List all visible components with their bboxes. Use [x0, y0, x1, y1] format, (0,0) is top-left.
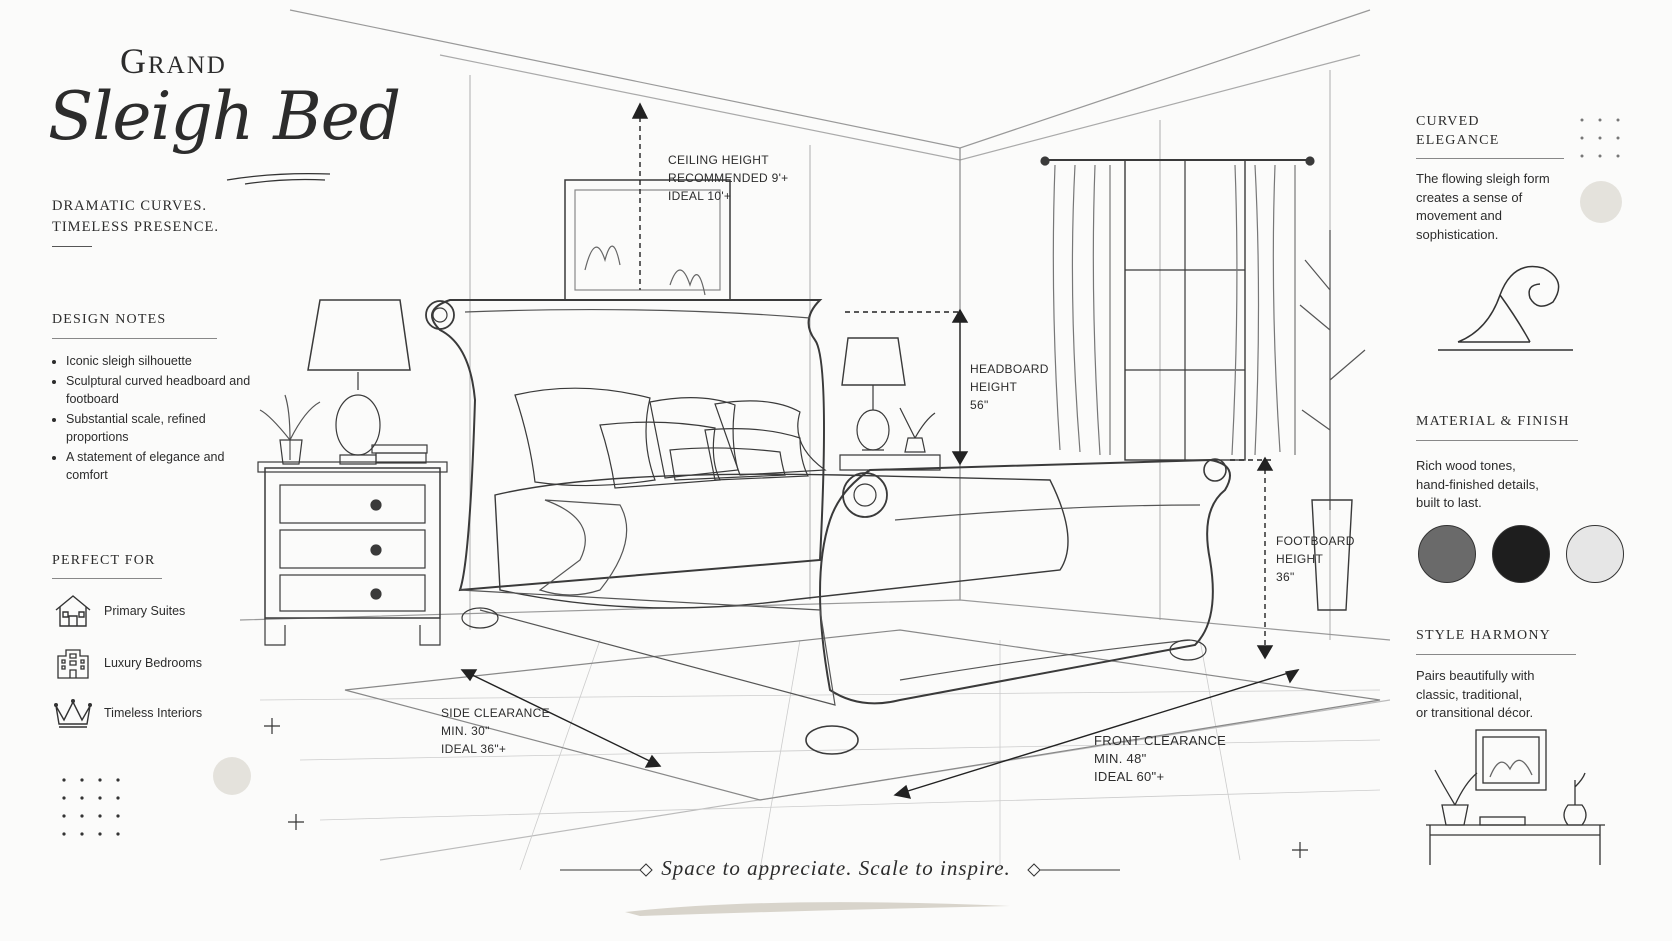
design-notes-list: Iconic sleigh silhouette Sculptural curv…	[52, 352, 256, 486]
heading-line: CURVED	[1416, 114, 1480, 129]
dim-line: CEILING HEIGHT	[668, 153, 769, 167]
building-icon	[52, 644, 94, 682]
text-line: or transitional décor.	[1416, 705, 1534, 720]
ceiling-height-label: CEILING HEIGHT RECOMMENDED 9'+ IDEAL 10'…	[668, 151, 788, 205]
tagline: DRAMATIC CURVES. TIMELESS PRESENCE.	[52, 196, 219, 238]
footboard-height-label: FOOTBOARD HEIGHT 36"	[1276, 532, 1355, 586]
style-harmony-heading: STYLE HARMONY	[1416, 628, 1551, 643]
tagline-line-1: DRAMATIC CURVES.	[52, 198, 208, 214]
perfect-for-item-luxury: Luxury Bedrooms	[52, 644, 202, 682]
dim-line: IDEAL 10'+	[668, 189, 732, 203]
heading-line: ELEGANCE	[1416, 133, 1500, 148]
material-finish-text: Rich wood tones, hand-finished details, …	[1416, 457, 1539, 513]
tagline-divider	[52, 246, 92, 247]
text-line: The flowing sleigh form	[1416, 171, 1550, 186]
text-line: Pairs beautifully with	[1416, 668, 1535, 683]
dim-line: 56"	[970, 398, 989, 412]
dim-line: HEIGHT	[1276, 552, 1324, 566]
perfect-for-item-primary: Primary Suites	[52, 592, 185, 630]
sparkle-icon	[1292, 842, 1308, 858]
list-item: Sculptural curved headboard and footboar…	[66, 372, 256, 408]
design-notes-heading: DESIGN NOTES	[52, 312, 167, 327]
finish-swatch-medium	[1418, 525, 1476, 583]
material-rule	[1416, 440, 1578, 441]
house-icon	[52, 592, 94, 630]
dim-line: IDEAL 60"+	[1094, 769, 1165, 784]
text-line: classic, traditional,	[1416, 686, 1523, 702]
console-vignette-icon	[1426, 729, 1605, 865]
dim-line: 36"	[1276, 570, 1295, 584]
text-line: creates a sense of	[1416, 189, 1523, 205]
dot-grid-decor	[1580, 118, 1620, 158]
finish-swatch-light	[1566, 525, 1624, 583]
decor-circle	[213, 757, 251, 795]
text-line: hand-finished details,	[1416, 476, 1539, 492]
front-clearance-label: FRONT CLEARANCE MIN. 48" IDEAL 60"+	[1094, 732, 1226, 786]
perfect-for-heading: PERFECT FOR	[52, 553, 156, 568]
headboard-height-label: HEADBOARD HEIGHT 56"	[970, 360, 1049, 414]
text-line: movement and	[1416, 208, 1502, 223]
decor-circle	[1580, 181, 1622, 223]
perfect-for-label: Luxury Bedrooms	[104, 656, 202, 670]
perfect-for-label: Timeless Interiors	[104, 706, 203, 720]
bedroom-illustration	[239, 9, 1391, 871]
footer-ornament	[560, 863, 1120, 877]
title-script: Sleigh Bed	[48, 78, 401, 155]
dim-line: HEIGHT	[970, 380, 1018, 394]
dim-line: MIN. 30"	[441, 724, 490, 738]
perfect-for-item-timeless: Timeless Interiors	[52, 696, 202, 730]
design-notes-rule	[52, 338, 217, 339]
curved-elegance-text: The flowing sleigh form creates a sense …	[1416, 170, 1550, 244]
dim-line: FOOTBOARD	[1276, 534, 1355, 548]
list-item: Iconic sleigh silhouette	[66, 352, 256, 370]
sparkle-icon	[288, 814, 304, 830]
dim-line: IDEAL 36"+	[441, 742, 507, 756]
brush-stroke-decor	[625, 902, 1010, 916]
material-finish-heading: MATERIAL & FINISH	[1416, 414, 1570, 429]
dim-line: HEADBOARD	[970, 362, 1049, 376]
finish-swatch-dark	[1492, 525, 1550, 583]
dim-line: RECOMMENDED 9'+	[668, 171, 789, 185]
sparkle-icon	[264, 718, 280, 734]
side-clearance-label: SIDE CLEARANCE MIN. 30" IDEAL 36"+	[441, 704, 550, 758]
curved-elegance-heading: CURVED ELEGANCE	[1416, 112, 1499, 150]
dot-grid-decor	[62, 778, 120, 836]
perfect-for-rule	[52, 578, 162, 579]
text-line: Rich wood tones,	[1416, 458, 1516, 473]
dim-line: FRONT CLEARANCE	[1094, 733, 1227, 748]
footer-tagline: Space to appreciate. Scale to inspire.	[661, 856, 1011, 880]
curved-rule	[1416, 158, 1564, 159]
dim-line: MIN. 48"	[1094, 751, 1147, 766]
perfect-for-label: Primary Suites	[104, 604, 186, 618]
dim-line: SIDE CLEARANCE	[441, 706, 550, 720]
style-harmony-text: Pairs beautifully with classic, traditio…	[1416, 667, 1535, 723]
crown-icon	[52, 696, 94, 730]
list-item: Substantial scale, refined proportions	[66, 410, 256, 446]
title-flourish	[226, 172, 331, 185]
list-item: A statement of elegance and comfort	[66, 448, 256, 484]
text-line: built to last.	[1416, 495, 1482, 510]
tagline-line-2: TIMELESS PRESENCE.	[52, 219, 220, 235]
text-line: sophistication.	[1416, 226, 1499, 242]
style-rule	[1416, 654, 1576, 655]
scroll-curve-icon	[1438, 265, 1573, 351]
title-grand: Grand	[120, 41, 227, 81]
